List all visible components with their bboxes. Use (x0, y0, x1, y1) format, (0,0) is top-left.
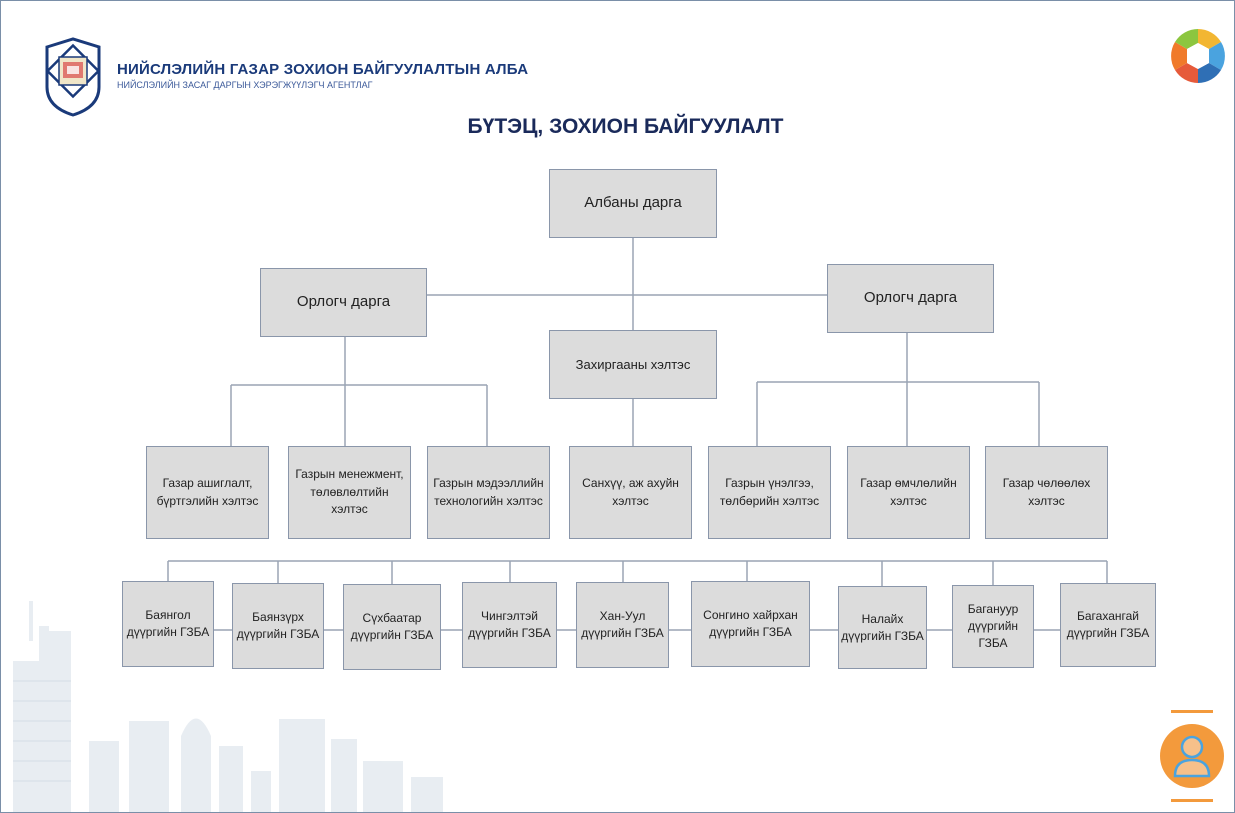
district-label: Багахангай дүүргийн ГЗБА (1066, 609, 1150, 640)
org-subtitle: НИЙСЛЭЛИЙН ЗАСАГ ДАРГЫН ХЭРЭГЖҮҮЛЭГЧ АГЕ… (117, 80, 373, 90)
deputy-right-box: Орлогч дарга (827, 264, 994, 333)
district-box: Багахангай дүүргийн ГЗБА (1060, 583, 1156, 667)
department-label: Газар чөлөөлөх хэлтэс (1002, 476, 1091, 508)
department-box: Газар өмчлөлийн хэлтэс (847, 446, 970, 539)
org-name: НИЙСЛЭЛИЙН ГАЗАР ЗОХИОН БАЙГУУЛАЛТЫН АЛБ… (117, 61, 529, 78)
department-label: Газар өмчлөлийн хэлтэс (860, 476, 957, 508)
deputy-left-box: Орлогч дарга (260, 268, 427, 337)
department-box: Газрын үнэлгээ, төлбөрийн хэлтэс (708, 446, 831, 539)
district-label: Налайх дүүргийн ГЗБА (841, 611, 924, 643)
district-label: Сүхбаатар дүүргийн ГЗБА (350, 611, 434, 642)
district-label: Баянзүрх дүүргийн ГЗБА (236, 610, 320, 641)
district-box: Баянгол дүүргийн ГЗБА (122, 581, 214, 667)
admin-label: Захиргааны хэлтэс (575, 356, 691, 372)
department-label: Газрын мэдээллийн технологийн хэлтэс (433, 476, 544, 508)
head-label: Албаны дарга (584, 194, 682, 212)
district-box: Сүхбаатар дүүргийн ГЗБА (343, 584, 441, 670)
deputy-right-label: Орлогч дарга (863, 289, 958, 307)
page-title-text: БҮТЭЦ, ЗОХИОН БАЙГУУЛАЛТ (467, 115, 784, 138)
department-label: Газар ашиглалт, бүртгэлийн хэлтэс (156, 476, 259, 508)
district-box: Сонгино хайрхан дүүргийн ГЗБА (691, 581, 810, 667)
district-box: Багануур дүүргийн ГЗБА (952, 585, 1034, 668)
department-box: Газар ашиглалт, бүртгэлийн хэлтэс (146, 446, 269, 539)
district-label: Багануур дүүргийн ГЗБА (967, 602, 1019, 650)
page-title: БҮТЭЦ, ЗОХИОН БАЙГУУЛАЛТ (1, 115, 1234, 139)
department-box: Газрын менежмент, төлөвлөлтийн хэлтэс (288, 446, 411, 539)
department-label: Газрын менежмент, төлөвлөлтийн хэлтэс (295, 467, 404, 517)
district-label: Чингэлтэй дүүргийн ГЗБА (468, 609, 551, 640)
user-avatar-icon[interactable] (1159, 706, 1225, 806)
deputy-left-label: Орлогч дарга (296, 293, 391, 311)
district-label: Баянгол дүүргийн ГЗБА (126, 608, 210, 639)
camera-aperture-logo-icon (1170, 28, 1226, 84)
district-label: Хан-Уул дүүргийн ГЗБА (581, 609, 664, 640)
department-box: Санхүү, аж ахуйн хэлтэс (569, 446, 692, 539)
admin-box: Захиргааны хэлтэс (549, 330, 717, 399)
department-box: Газар чөлөөлөх хэлтэс (985, 446, 1108, 539)
department-label: Санхүү, аж ахуйн хэлтэс (582, 476, 679, 508)
district-box: Налайх дүүргийн ГЗБА (838, 586, 927, 669)
district-box: Баянзүрх дүүргийн ГЗБА (232, 583, 324, 669)
district-label: Сонгино хайрхан дүүргийн ГЗБА (703, 608, 798, 639)
department-label: Газрын үнэлгээ, төлбөрийн хэлтэс (719, 476, 820, 508)
department-box: Газрын мэдээллийн технологийн хэлтэс (427, 446, 550, 539)
district-box: Хан-Уул дүүргийн ГЗБА (576, 582, 669, 668)
head-box: Албаны дарга (549, 169, 717, 238)
district-box: Чингэлтэй дүүргийн ГЗБА (462, 582, 557, 668)
city-emblem-icon (45, 37, 101, 117)
